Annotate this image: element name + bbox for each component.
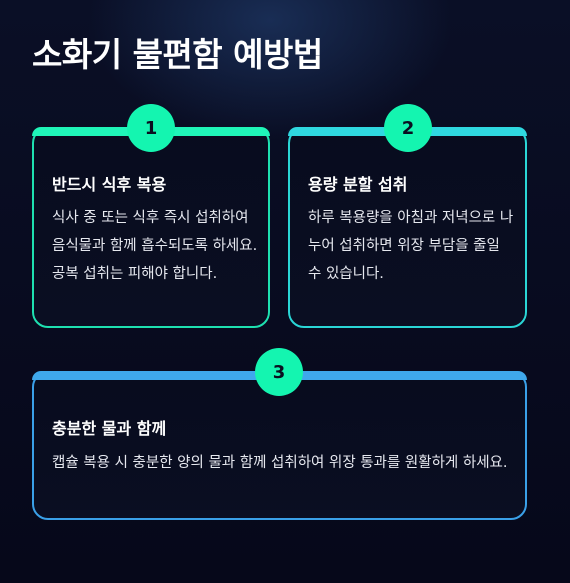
step-number-badge: 1: [127, 104, 175, 152]
step-number-badge: 3: [255, 348, 303, 396]
tip-card-2: 2 용량 분할 섭취 하루 복용량을 아침과 저녁으로 나누어 섭취하면 위장 …: [288, 104, 527, 328]
tip-card-3: 3 충분한 물과 함께 캡슐 복용 시 충분한 양의 물과 함께 섭취하여 위장…: [32, 348, 527, 520]
card-title: 반드시 식후 복용: [52, 175, 167, 194]
page-title: 소화기 불편함 예방법: [32, 35, 323, 74]
step-number-badge: 2: [384, 104, 432, 152]
card-title: 용량 분할 섭취: [308, 175, 408, 194]
tip-card-1: 1 반드시 식후 복용 식사 중 또는 식후 즉시 섭취하여 음식물과 함께 흡…: [32, 104, 270, 328]
card-description: 하루 복용량을 아침과 저녁으로 나누어 섭취하면 위장 부담을 줄일 수 있습…: [308, 210, 514, 282]
card-description: 캡슐 복용 시 충분한 양의 물과 함께 섭취하여 위장 통과를 원활하게 하세…: [52, 455, 508, 471]
card-title: 충분한 물과 함께: [52, 419, 167, 438]
card-description: 식사 중 또는 식후 즉시 섭취하여 음식물과 함께 흡수되도록 하세요. 공복…: [52, 210, 258, 282]
